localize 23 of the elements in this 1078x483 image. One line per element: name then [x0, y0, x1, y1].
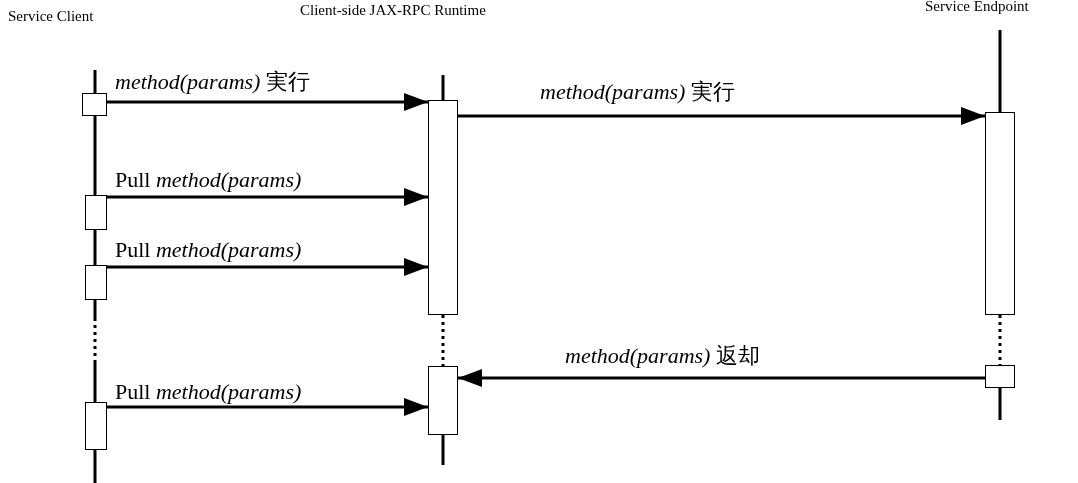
arrow: [107, 258, 428, 276]
activation-box: [85, 402, 107, 450]
activation-box: [985, 365, 1015, 388]
message-label: method(params) 返却: [565, 344, 760, 369]
activation-box: [85, 265, 107, 300]
lifeline-label: Client-side JAX-RPC Runtime: [300, 2, 486, 19]
activation-box: [985, 112, 1015, 315]
arrow: [107, 398, 428, 416]
message-label: Pull method(params): [115, 238, 302, 263]
lifeline-label: Service Client: [8, 8, 94, 25]
activation-box: [82, 93, 107, 116]
activation-box: [85, 195, 107, 230]
message-label: Pull method(params): [115, 168, 302, 193]
message-label: Pull method(params): [115, 380, 302, 405]
activation-box: [428, 366, 458, 435]
arrow: [458, 369, 985, 387]
activation-box: [428, 100, 458, 315]
lifeline-label: Service Endpoint: [925, 0, 1029, 15]
arrow: [458, 107, 985, 125]
arrow: [107, 93, 428, 111]
message-label: method(params) 実行: [540, 80, 735, 105]
message-label: method(params) 実行: [115, 70, 310, 95]
arrow: [107, 188, 428, 206]
